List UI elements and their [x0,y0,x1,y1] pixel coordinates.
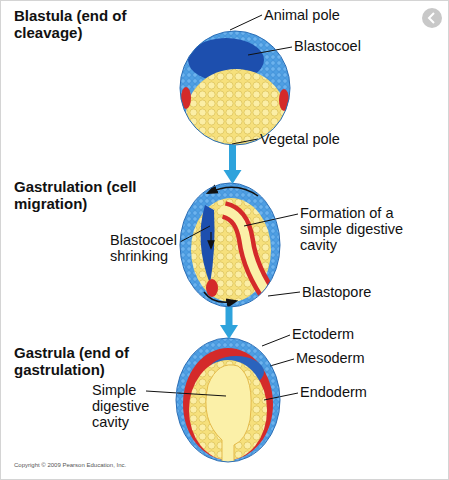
corner-button [422,8,442,28]
mesoderm-patch [206,279,218,297]
corner-chevron [429,13,434,23]
leader-line [180,226,210,242]
gastrulation-drawing [180,183,280,307]
stage-heading: Gastrulation (cell migration) [14,178,164,212]
leader-line [244,214,298,226]
embryo-stage: Gastrula (end of gastrulation) [176,338,280,462]
embryo-outline [176,338,280,462]
ectoderm-cells [180,183,280,307]
blastocoel-sliver [201,205,215,284]
embryo-stage: Gastrulation (cell migration) [180,183,280,307]
part-label: Blastocoel [294,38,414,54]
migration-arrow [204,292,236,302]
leader-line [262,335,290,346]
embryo-border [176,338,280,462]
embryo-outline [180,183,280,307]
embryo-outline [180,31,290,145]
gastrula-drawing [176,338,280,464]
stage-arrow [226,307,233,325]
yolk-cells [191,198,271,302]
stage-heading: Blastula (end of cleavage) [14,7,164,41]
part-label: Blastocoel shrinking [110,232,195,264]
digestive-cavity [206,365,251,464]
mesoderm-band [224,210,272,300]
part-label: Ectoderm [292,326,412,342]
mesoderm-patch [279,89,289,111]
digestive-cavity [224,210,272,300]
copyright-note: Copyright © 2009 Pearson Education, Inc. [14,462,314,469]
embryo-stage: Blastula (end of cleavage) [180,31,290,145]
migration-arrow [210,232,211,248]
part-label: Animal pole [264,7,384,23]
leader-line [268,292,300,296]
leader-lines [146,15,300,400]
embryo-border [180,183,280,307]
part-label: Formation of a simple digestive cavity [300,205,425,253]
stage-heading: Gastrula (end of gastrulation) [14,344,164,378]
embryo-border [180,31,290,145]
leader-line [146,391,226,396]
part-label: Endoderm [300,384,420,400]
leader-line [248,47,292,55]
part-label: Blastopore [302,284,422,300]
corner-circle [422,8,442,28]
part-label: Vegetal pole [260,131,380,147]
leader-line [270,359,294,366]
part-label: Mesoderm [296,350,416,366]
part-label: Simple digestive cavity [92,382,167,430]
stage-arrow [229,145,236,170]
yolk-cells [186,69,286,161]
leader-line [264,393,298,400]
leader-line [230,15,262,30]
